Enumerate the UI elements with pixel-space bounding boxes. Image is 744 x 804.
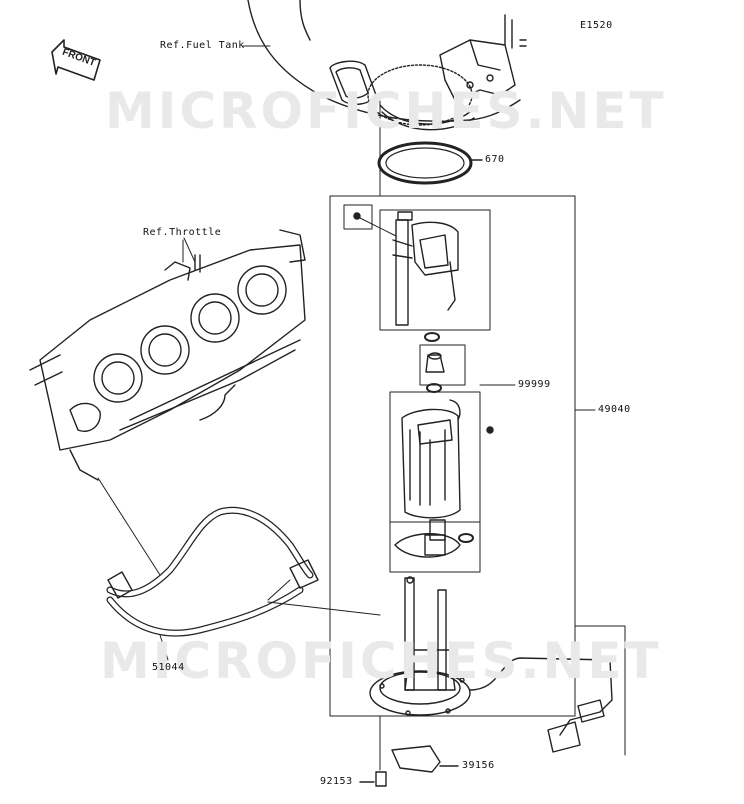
label-bolt: 92153 <box>320 776 353 787</box>
label-pad: 39156 <box>462 760 495 771</box>
fuel-tank-outline <box>247 0 527 131</box>
pump-body <box>401 399 494 541</box>
label-ref-throttle: Ref.Throttle <box>143 227 222 238</box>
diagram-code: E1520 <box>580 20 613 31</box>
leader-lines <box>182 45 271 263</box>
filter-base <box>394 533 474 558</box>
gasket-ring <box>377 141 483 185</box>
label-hose: 51044 <box>152 662 185 673</box>
pump-top-unit <box>353 211 459 326</box>
pump-flange <box>369 576 613 753</box>
mounting-bolt <box>359 715 387 787</box>
rubber-pad <box>391 745 459 773</box>
watermark-top: MICROFICHES.NET <box>105 82 667 140</box>
watermark-bottom: MICROFICHES.NET <box>100 632 662 690</box>
label-pump-assembly: 99999 <box>518 379 551 390</box>
throttle-body <box>29 229 306 481</box>
label-ref-fuel-tank: Ref.Fuel Tank <box>160 40 245 51</box>
front-arrow-icon: FRONT <box>51 39 101 81</box>
fuel-hose <box>97 477 381 661</box>
label-gasket: 670 <box>485 154 505 165</box>
small-parts <box>424 332 445 393</box>
label-outer-assembly: 49040 <box>598 404 631 415</box>
